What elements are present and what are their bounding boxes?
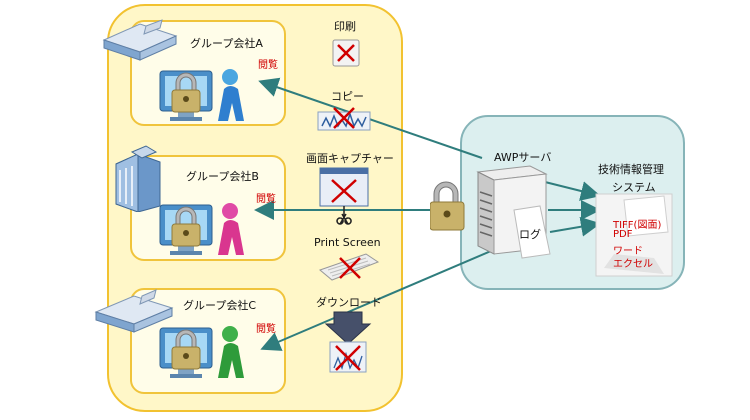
office-building-icon xyxy=(102,19,178,61)
locked-computer-icon-b xyxy=(159,203,244,255)
download-denied-icon xyxy=(324,311,372,373)
log-label: ログ xyxy=(519,228,541,241)
print-screen-label: Print Screen xyxy=(314,236,381,249)
company-c-name: グループ会社C xyxy=(183,299,257,312)
print-screen-denied-icon xyxy=(319,253,380,281)
copy-label: コピー xyxy=(331,90,364,103)
print-label: 印刷 xyxy=(334,20,356,33)
arrow-to-company-a xyxy=(258,77,483,159)
office-building-icon-c xyxy=(94,289,174,333)
company-c-access: 閲覧 xyxy=(256,324,276,335)
copy-denied-icon xyxy=(317,107,371,131)
company-b-name: グループ会社B xyxy=(186,170,259,183)
download-label: ダウンロード xyxy=(316,296,382,309)
company-a-name: グループ会社A xyxy=(190,37,263,50)
system-title-line1: 技術情報管理 xyxy=(598,163,664,176)
arrow-server-to-system-1 xyxy=(544,181,601,201)
document-stack-icon xyxy=(595,193,673,277)
system-file-word: ワード xyxy=(613,246,643,257)
log-document-icon xyxy=(513,205,551,259)
screen-capture-denied-icon xyxy=(319,167,369,225)
company-a-access: 閲覧 xyxy=(258,60,278,71)
locked-computer-icon-a xyxy=(159,69,244,121)
company-b-access: 閲覧 xyxy=(256,194,276,205)
system-title-line2: システム xyxy=(612,181,656,194)
system-file-excel: エクセル xyxy=(613,259,653,270)
print-denied-icon xyxy=(332,39,360,67)
screen-capture-label: 画面キャプチャー xyxy=(306,152,394,165)
locked-computer-icon-c xyxy=(159,326,244,378)
system-file-pdf: PDF xyxy=(613,229,633,240)
server-name: AWPサーバ xyxy=(494,151,552,164)
system-file-tiff: TIFF(図面) xyxy=(613,220,662,231)
arrow-server-to-system-3 xyxy=(549,216,601,237)
arrow-to-company-c xyxy=(260,244,506,351)
